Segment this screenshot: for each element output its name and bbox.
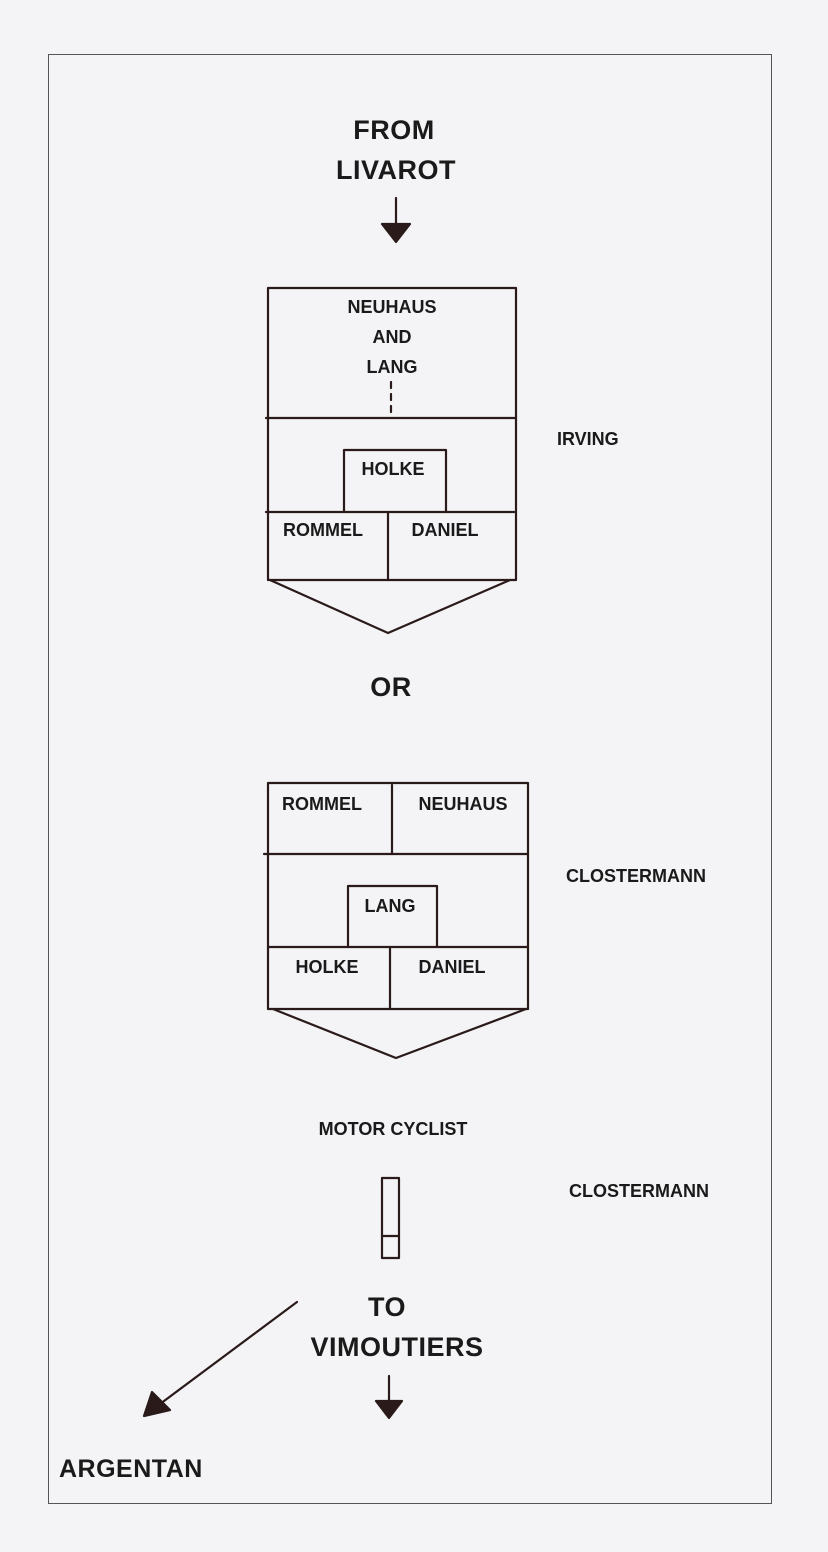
f1-lead-line3: LANG (366, 357, 418, 377)
f2-top-right-label: NEUHAUS (418, 794, 508, 814)
formation-2-shape (262, 781, 530, 1060)
from-label: FROM (353, 115, 435, 145)
arrow-to-vimoutiers (374, 1374, 404, 1420)
vimoutiers-label: VIMOUTIERS (310, 1332, 484, 1362)
motorcycle-label: MOTOR CYCLIST (318, 1119, 468, 1139)
f1-lead-line2: AND (372, 327, 412, 347)
argentan-label: ARGENTAN (59, 1455, 203, 1483)
f2-top-left-label: ROMMEL (282, 794, 362, 814)
page-frame (48, 54, 772, 1504)
f2-right-label: DANIEL (418, 957, 486, 977)
f1-lead-line1: NEUHAUS (347, 297, 437, 317)
f1-center-label: HOLKE (361, 459, 425, 479)
f1-left-label: ROMMEL (283, 520, 363, 540)
livarot-label: LIVAROT (336, 155, 456, 185)
f2-center-label: LANG (364, 896, 416, 916)
f2-escort-label: CLOSTERMANN (566, 866, 706, 886)
motorcycle-shape (380, 1176, 401, 1260)
f2-left-label: HOLKE (295, 957, 359, 977)
to-label: TO (367, 1292, 407, 1322)
or-separator: OR (370, 672, 412, 702)
motorcycle-escort-label: CLOSTERMANN (569, 1181, 709, 1201)
f1-escort-label: IRVING (557, 429, 619, 449)
arrow-from-livarot (380, 196, 412, 244)
formation-1-shape (264, 286, 518, 635)
arrow-to-argentan (142, 1300, 299, 1418)
f1-right-label: DANIEL (411, 520, 479, 540)
